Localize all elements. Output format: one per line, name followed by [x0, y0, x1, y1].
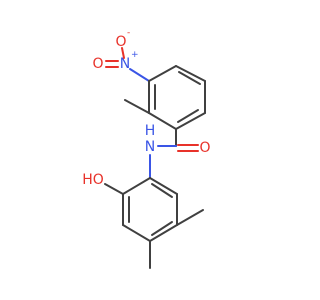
nitro-nitrogen: N	[120, 56, 130, 72]
ring2-double-2	[151, 221, 173, 236]
hydroxyl-bond	[104, 183, 124, 195]
methyl-bond-right	[176, 209, 204, 226]
ring-bond-5	[148, 112, 177, 130]
amide-nitrogen: N	[145, 139, 155, 155]
nitro-oxygen-bottom: O	[92, 56, 103, 72]
carbonyl-oxygen: O	[199, 140, 210, 156]
ring-bond-2	[175, 65, 206, 82]
amide-group: O N H	[145, 123, 211, 179]
amide-hydrogen: H	[145, 123, 156, 139]
nitro-oxygen-charge: -	[127, 28, 130, 38]
nitro-oxygen-top: O	[115, 34, 126, 50]
ring-bond-1	[148, 65, 177, 82]
lower-ring	[122, 177, 178, 242]
methyl-bond-upper	[124, 99, 150, 114]
ring-double-1	[178, 71, 201, 85]
bond-n-ring	[129, 68, 150, 82]
ring2-bond-4	[149, 224, 178, 242]
nitro-group: O - N + O	[92, 28, 150, 82]
nitro-nitrogen-charge: +	[131, 50, 139, 60]
ring2-bond-1	[122, 177, 151, 195]
bond-n-o-single	[121, 47, 125, 59]
ring2-bond-3	[122, 224, 151, 242]
upper-ring	[148, 65, 206, 130]
molecule-structure: O - N + O O N H	[82, 28, 211, 269]
hydroxyl-label: HO	[82, 172, 104, 188]
ring-bond-4	[175, 112, 206, 130]
ring2-bond-6	[149, 177, 178, 195]
ring2-double-3	[151, 183, 173, 198]
ring-double-2	[177, 109, 199, 123]
